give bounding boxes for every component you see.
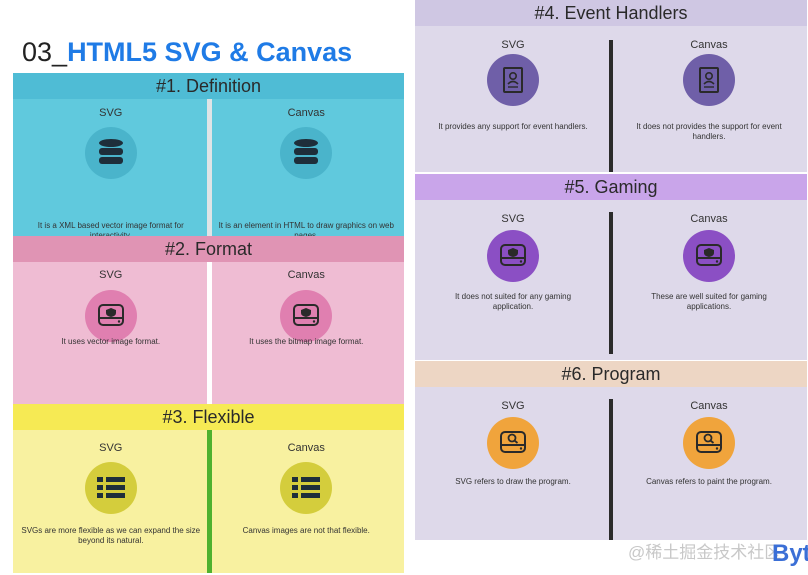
column-description: Canvas images are not that flexible. bbox=[242, 526, 370, 535]
watermark-text: @稀土掘金技术社区 bbox=[628, 543, 782, 562]
drive-search-icon bbox=[487, 417, 539, 469]
column-description: It does not provides the support for eve… bbox=[636, 122, 782, 141]
column-divider bbox=[609, 40, 613, 172]
column-divider bbox=[609, 212, 613, 354]
page-title: 03_HTML5 SVG & Canvas bbox=[22, 36, 352, 68]
list-icon bbox=[84, 462, 137, 514]
canvas-column: Canvas Canvas images are not that flexib… bbox=[209, 430, 405, 573]
canvas-column: Canvas It does not provides the support … bbox=[611, 26, 807, 172]
column-label: SVG bbox=[501, 400, 525, 412]
panel-heading: #4. Event Handlers bbox=[415, 0, 807, 26]
drive-shield-icon bbox=[84, 290, 137, 342]
column-label: SVG bbox=[501, 213, 525, 225]
list-icon bbox=[280, 462, 333, 514]
id-card-icon bbox=[487, 54, 539, 106]
svg-column: SVG It does not suited for any gaming ap… bbox=[415, 200, 611, 360]
canvas-column: Canvas It uses the bitmap image format. bbox=[209, 262, 405, 404]
title-number: 03_ bbox=[22, 37, 68, 67]
database-icon bbox=[280, 127, 333, 179]
column-label: SVG bbox=[99, 442, 123, 454]
column-divider bbox=[206, 262, 212, 404]
panel-event-handlers: #4. Event Handlers SVG It provides any s… bbox=[415, 0, 807, 172]
column-divider bbox=[206, 99, 212, 236]
drive-shield-icon bbox=[487, 230, 539, 282]
canvas-column: Canvas It is an element in HTML to draw … bbox=[209, 99, 405, 240]
title-text: HTML5 SVG & Canvas bbox=[67, 37, 353, 67]
column-description: Canvas refers to paint the program. bbox=[646, 477, 772, 486]
column-description: It is an element in HTML to draw graphic… bbox=[218, 221, 394, 240]
column-label: Canvas bbox=[690, 400, 728, 412]
column-label: Canvas bbox=[287, 107, 325, 119]
panel-flexible: #3. Flexible SVG SVGs are more flexible … bbox=[13, 404, 404, 573]
panel-program: #6. Program SVG SVG refers to draw the p… bbox=[415, 361, 807, 540]
column-description: SVG refers to draw the program. bbox=[455, 477, 571, 486]
column-label: Canvas bbox=[287, 269, 325, 281]
drive-shield-icon bbox=[683, 230, 735, 282]
column-description: It provides any support for event handle… bbox=[438, 122, 588, 131]
canvas-column: Canvas Canvas refers to paint the progra… bbox=[611, 387, 807, 540]
svg-column: SVG SVGs are more flexible as we can exp… bbox=[13, 430, 209, 573]
svg-column: SVG It uses vector image format. bbox=[13, 262, 209, 404]
drive-search-icon bbox=[683, 417, 735, 469]
column-description: SVGs are more flexible as we can expand … bbox=[21, 526, 201, 545]
panel-heading: #5. Gaming bbox=[415, 174, 807, 200]
id-card-icon bbox=[683, 54, 735, 106]
column-label: SVG bbox=[99, 107, 123, 119]
column-description: These are well suited for gaming applica… bbox=[651, 292, 767, 311]
panel-gaming: #5. Gaming SVG It does not suited for an… bbox=[415, 174, 807, 360]
column-label: Canvas bbox=[287, 442, 325, 454]
panel-heading: #1. Definition bbox=[13, 73, 404, 99]
column-description: It is a XML based vector image format fo… bbox=[37, 221, 184, 240]
column-divider bbox=[609, 399, 613, 540]
svg-column: SVG It is a XML based vector image forma… bbox=[13, 99, 209, 240]
database-icon bbox=[84, 127, 137, 179]
svg-column: SVG SVG refers to draw the program. bbox=[415, 387, 611, 540]
panel-heading: #3. Flexible bbox=[13, 404, 404, 430]
column-divider bbox=[206, 430, 212, 573]
column-description: It uses vector image format. bbox=[61, 337, 161, 346]
panel-format: #2. Format SVG It uses vector image form… bbox=[13, 236, 404, 404]
column-label: Canvas bbox=[690, 39, 728, 51]
panel-definition: #1. Definition SVG It is a XML based vec… bbox=[13, 73, 405, 240]
watermark-brand: Byt bbox=[772, 540, 808, 567]
panel-heading: #2. Format bbox=[13, 236, 404, 262]
column-description: It does not suited for any gaming applic… bbox=[454, 292, 572, 311]
column-label: SVG bbox=[501, 39, 525, 51]
panel-heading: #6. Program bbox=[415, 361, 807, 387]
svg-column: SVG It provides any support for event ha… bbox=[415, 26, 611, 172]
column-label: SVG bbox=[99, 269, 123, 281]
canvas-column: Canvas These are well suited for gaming … bbox=[611, 200, 807, 360]
column-description: It uses the bitmap image format. bbox=[249, 337, 364, 346]
drive-shield-icon bbox=[280, 290, 333, 342]
column-label: Canvas bbox=[690, 213, 728, 225]
